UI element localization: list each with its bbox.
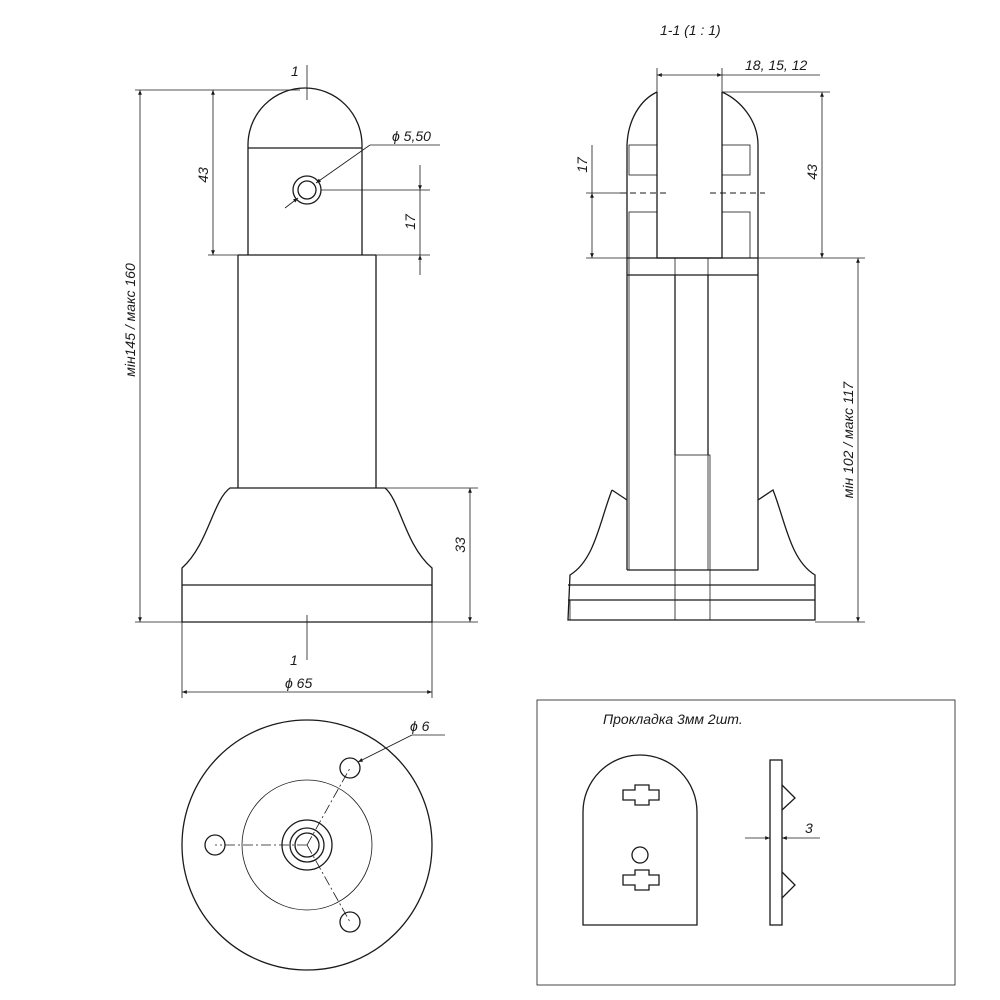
base-hole	[204, 834, 226, 856]
dim-cap-height-section: 43	[804, 164, 820, 180]
section-view: 1-1 (1 : 1) 18, 15, 12 17 43 мін 102 / м…	[567, 22, 865, 623]
dim-top-offset: 1	[291, 63, 299, 79]
dim-gasket-thickness: 3	[805, 820, 813, 836]
base-hole	[339, 757, 361, 779]
base-hole	[339, 911, 361, 933]
gasket-detail: Прокладка 3мм 2шт. 3	[536, 699, 956, 986]
dim-hole-diameter: ϕ 5,50	[392, 128, 431, 144]
gasket-label: Прокладка 3мм 2шт.	[603, 711, 743, 727]
mounting-hole	[292, 175, 322, 205]
bottom-view: ϕ 6	[181, 718, 445, 971]
dim-base-hole-diameter: ϕ 6	[410, 718, 430, 734]
front-view: 1 43 ϕ 5,50 17 мін145 / макс 160 33 1 ϕ …	[122, 63, 478, 698]
dim-cap-height: 43	[195, 167, 211, 183]
dim-total-height: мін145 / макс 160	[122, 263, 138, 377]
dim-base-diameter: ϕ 65	[285, 675, 312, 691]
dim-base-height: 33	[452, 537, 468, 553]
section-title: 1-1 (1 : 1)	[660, 22, 721, 38]
dim-hole-offset-section: 17	[574, 156, 590, 173]
dim-body-height: мін 102 / макс 117	[840, 381, 856, 499]
dim-bottom-offset: 1	[290, 652, 298, 668]
dim-slot-width: 18, 15, 12	[745, 57, 807, 73]
dim-hole-offset: 17	[402, 213, 418, 230]
